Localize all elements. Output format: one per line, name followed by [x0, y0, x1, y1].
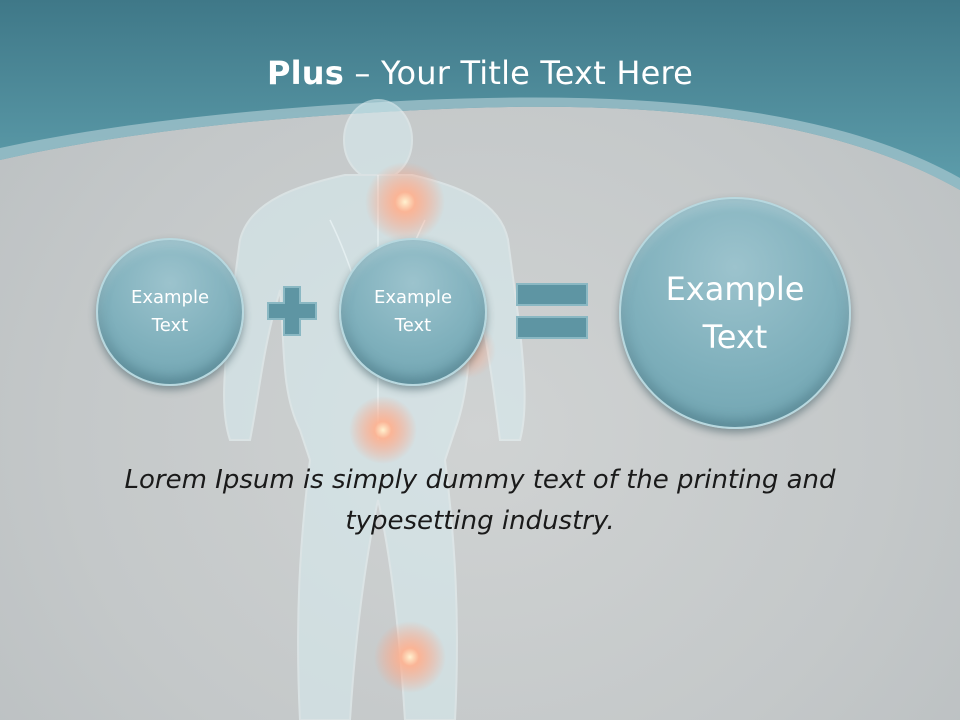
body-text: Lorem Ipsum is simply dummy text of the …: [124, 465, 836, 536]
slide-title: Plus – Your Title Text Here: [0, 54, 960, 92]
example-circle-result: Example Text: [619, 197, 851, 429]
example-circle-1: Example Text: [96, 238, 244, 386]
header-band: [0, 0, 960, 190]
circle-3-label: Example Text: [665, 270, 805, 356]
equals-icon: [516, 283, 588, 339]
title-bold: Plus: [266, 54, 345, 92]
circle-1-label: Example Text: [130, 287, 210, 336]
title-rest: – Your Title Text Here: [344, 54, 694, 92]
plus-icon: [267, 286, 317, 336]
example-circle-2: Example Text: [339, 238, 487, 386]
circle-2-label: Example Text: [373, 287, 453, 336]
